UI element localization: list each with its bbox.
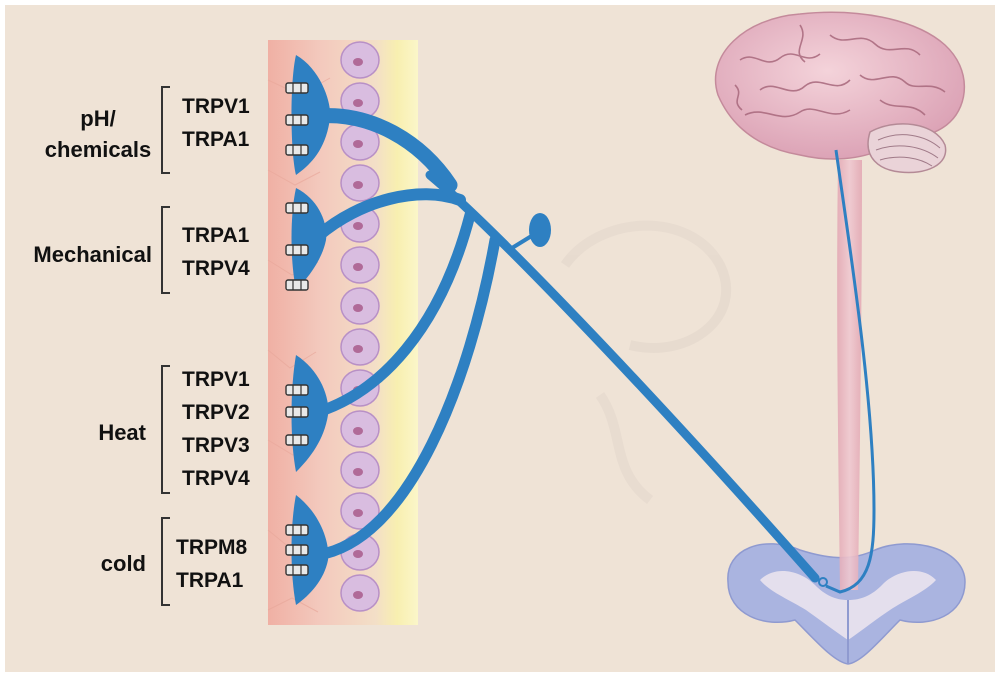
channel-label: TRPA1 bbox=[182, 224, 250, 247]
epidermal-cell bbox=[340, 287, 380, 325]
bracket-mechanical bbox=[161, 206, 170, 294]
channel-label: TRPV1 bbox=[182, 95, 250, 118]
bracket-chemicals bbox=[161, 86, 170, 174]
spinal-tract bbox=[837, 160, 862, 590]
trp-channel-icon bbox=[285, 144, 309, 156]
trp-channel-icon bbox=[285, 406, 309, 418]
faint-watermark bbox=[560, 220, 732, 504]
trp-channel-icon bbox=[285, 384, 309, 396]
trp-channel-icon bbox=[285, 564, 309, 576]
channel-label: TRPV2 bbox=[182, 401, 250, 424]
trp-channels bbox=[285, 82, 309, 576]
channel-label: TRPA1 bbox=[176, 569, 244, 592]
nociceptor-nerve bbox=[310, 108, 876, 594]
dorsal-root-ganglion bbox=[529, 213, 551, 247]
epidermal-cell bbox=[340, 410, 380, 448]
epidermal-cell bbox=[340, 164, 380, 202]
channel-label: TRPM8 bbox=[176, 536, 247, 559]
channel-label: TRPV3 bbox=[182, 434, 250, 457]
ascending-fiber bbox=[825, 149, 876, 594]
epidermal-cell bbox=[340, 41, 380, 79]
stimulus-label-mechanical: Mechanical bbox=[33, 242, 152, 267]
channel-label: TRPA1 bbox=[182, 128, 250, 151]
bracket-cold bbox=[161, 517, 170, 606]
spinal-cord-section bbox=[727, 543, 966, 665]
trp-channel-icon bbox=[285, 524, 309, 536]
brackets bbox=[161, 86, 170, 606]
labels: pH/ chemicals TRPV1 TRPA1 Mechanical TRP… bbox=[33, 95, 250, 592]
channel-label: TRPV4 bbox=[182, 467, 250, 490]
stimulus-label-chemicals-line2: chemicals bbox=[45, 137, 151, 162]
bracket-heat bbox=[161, 365, 170, 494]
stimulus-label-cold: cold bbox=[101, 551, 146, 576]
trp-channel-icon bbox=[285, 82, 309, 94]
channel-label: TRPV1 bbox=[182, 368, 250, 391]
epidermal-cell bbox=[340, 246, 380, 284]
epidermal-cell bbox=[340, 492, 380, 530]
brain bbox=[714, 11, 966, 174]
epidermal-cell bbox=[340, 574, 380, 612]
epidermal-cell bbox=[340, 328, 380, 366]
stimulus-label-chemicals-line1: pH/ bbox=[80, 106, 115, 131]
channel-label: TRPV4 bbox=[182, 257, 250, 280]
trp-channel-icon bbox=[285, 114, 309, 126]
trp-channel-icon bbox=[285, 279, 309, 291]
stimulus-label-heat: Heat bbox=[98, 420, 146, 445]
trp-channel-icon bbox=[285, 544, 309, 556]
trp-channel-icon bbox=[285, 244, 309, 256]
trp-channel-icon bbox=[285, 202, 309, 214]
trp-channel-icon bbox=[285, 434, 309, 446]
epidermal-cell bbox=[340, 123, 380, 161]
epidermal-cell bbox=[340, 451, 380, 489]
